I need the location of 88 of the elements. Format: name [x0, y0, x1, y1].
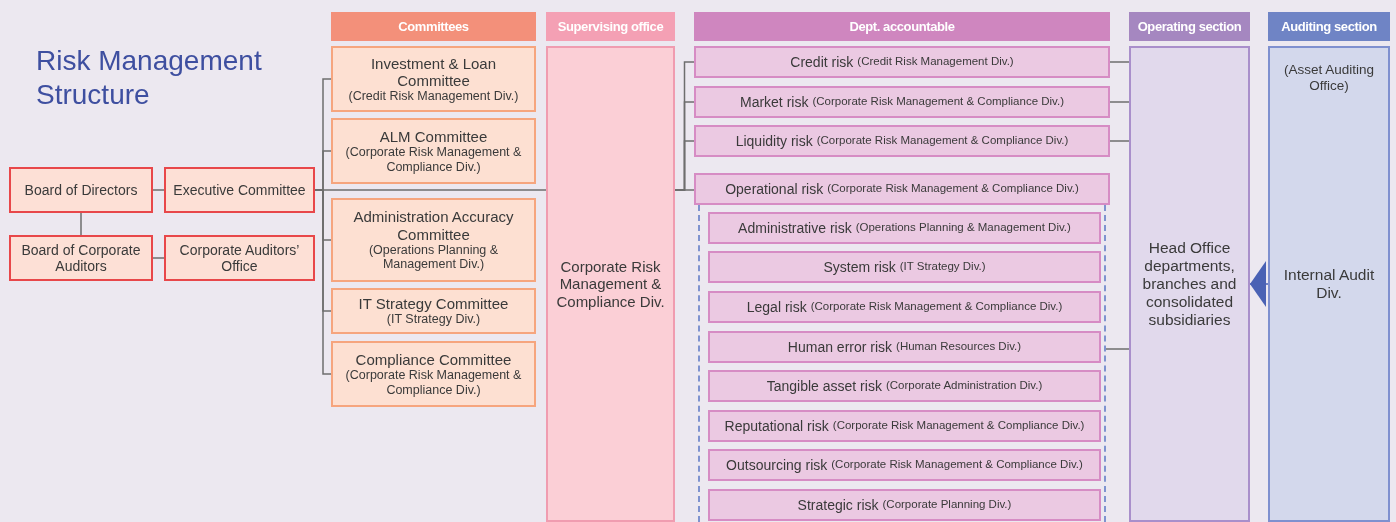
box-label: Board of Directors	[24, 181, 138, 199]
risk-box	[708, 370, 1101, 402]
division-note: (IT Strategy Div.)	[386, 312, 481, 327]
risk-box	[694, 46, 1110, 78]
division-column	[1268, 46, 1390, 522]
header-label: Supervising office	[557, 19, 664, 34]
box-label: Investment & Loan Committee	[369, 54, 498, 90]
org-box	[9, 235, 153, 281]
division-note: Internal Audit Div.	[1282, 266, 1376, 302]
header-band	[331, 12, 536, 41]
division-column	[1129, 46, 1250, 522]
division-note: (Credit Risk Management Div.)	[348, 89, 519, 104]
committee-box	[331, 118, 536, 184]
box-label: (Asset Auditing Office)	[1282, 62, 1376, 94]
org-box	[9, 167, 153, 213]
box-label: Tangible asset risk	[766, 377, 882, 395]
connector-line	[674, 189, 695, 191]
header-label: Operating section	[1137, 19, 1242, 34]
box-label: Executive Committee	[173, 181, 306, 199]
division-note: (IT Strategy Div.)	[899, 260, 986, 274]
connector-line	[1109, 61, 1130, 63]
box-label: Human error risk	[787, 338, 893, 356]
division-note: (Corporate Risk Management & Compliance Div.)	[816, 134, 1069, 148]
box-label: Head Office departments, branches and consolidated subsidiaries	[1141, 239, 1238, 329]
risk-box	[708, 489, 1101, 521]
diagram-title: Risk Management Structure	[36, 44, 263, 112]
connector-line	[152, 189, 165, 191]
box-label: Compliance Committee	[355, 351, 512, 369]
risk-box	[708, 291, 1101, 323]
box-label: System risk	[823, 258, 896, 276]
connector-line	[314, 189, 547, 191]
box-label: Reputational risk	[724, 417, 829, 435]
division-note: (Corporate Administration Div.)	[885, 379, 1043, 393]
connector-line	[80, 212, 82, 236]
risk-box	[708, 449, 1101, 481]
header-band	[694, 12, 1110, 41]
committee-box	[331, 46, 536, 112]
box-label: ALM Committee	[379, 128, 488, 146]
division-note: (Operations Planning & Management Div.)	[855, 221, 1071, 235]
box-label: Corporate Auditors’ Office	[178, 241, 301, 275]
connector-line	[1105, 348, 1130, 350]
box-label: Liquidity risk	[735, 132, 813, 150]
division-note: (Corporate Risk Management & Compliance Div.)	[812, 95, 1065, 109]
division-note: (Corporate Risk Management & Compliance Div.)	[810, 300, 1063, 314]
division-note: (Corporate Risk Management & Compliance Div.)	[832, 419, 1085, 433]
box-label: Market risk	[739, 93, 809, 111]
risk-box	[708, 212, 1101, 244]
box-label: Administrative risk	[738, 219, 852, 237]
org-box	[164, 167, 315, 213]
risk-box	[694, 173, 1110, 205]
box-label: Operational risk	[725, 180, 824, 198]
box-label: Outsourcing risk	[726, 456, 828, 474]
division-note: (Corporate Risk Management & Compliance Div.)	[344, 145, 523, 174]
box-label: IT Strategy Committee	[358, 295, 509, 313]
header-label: Auditing section	[1281, 19, 1377, 34]
connector-line	[1109, 140, 1130, 142]
committee-box	[331, 288, 536, 334]
header-label: Committees	[398, 19, 469, 34]
committee-box	[331, 198, 536, 282]
division-note: (Human Resources Div.)	[896, 340, 1022, 354]
header-band	[546, 12, 675, 41]
division-note: (Corporate Risk Management & Compliance Div.)	[344, 368, 523, 397]
box-label: Legal risk	[746, 298, 807, 316]
header-label: Dept. accountable	[849, 19, 955, 34]
connector-line	[152, 257, 165, 259]
box-label: Strategic risk	[797, 496, 879, 514]
division-note: (Operations Planning & Management Div.)	[367, 242, 500, 272]
division-column	[546, 46, 675, 522]
org-box	[164, 235, 315, 281]
division-note: (Corporate Planning Div.)	[882, 498, 1012, 512]
box-label: Corporate Risk Management & Compliance Div.	[555, 258, 666, 310]
risk-box	[708, 251, 1101, 283]
division-note: (Corporate Risk Management & Compliance Div.)	[831, 458, 1083, 472]
committee-box	[331, 341, 536, 407]
dashed-group-frame	[698, 205, 1106, 522]
box-label: Administration Accuracy Committee	[352, 208, 515, 243]
risk-box	[694, 86, 1110, 118]
division-note: (Corporate Risk Management & Compliance Div.)	[827, 182, 1079, 196]
risk-box	[708, 331, 1101, 363]
risk-box	[694, 125, 1110, 157]
connector-line	[1109, 101, 1130, 103]
header-band	[1129, 12, 1250, 41]
arrow	[1249, 261, 1269, 307]
header-band	[1268, 12, 1390, 41]
box-label: Board of Corporate Auditors	[20, 241, 142, 275]
division-note: (Credit Risk Management Div.)	[857, 55, 1014, 69]
box-label: Credit risk	[790, 53, 854, 71]
risk-box	[708, 410, 1101, 442]
